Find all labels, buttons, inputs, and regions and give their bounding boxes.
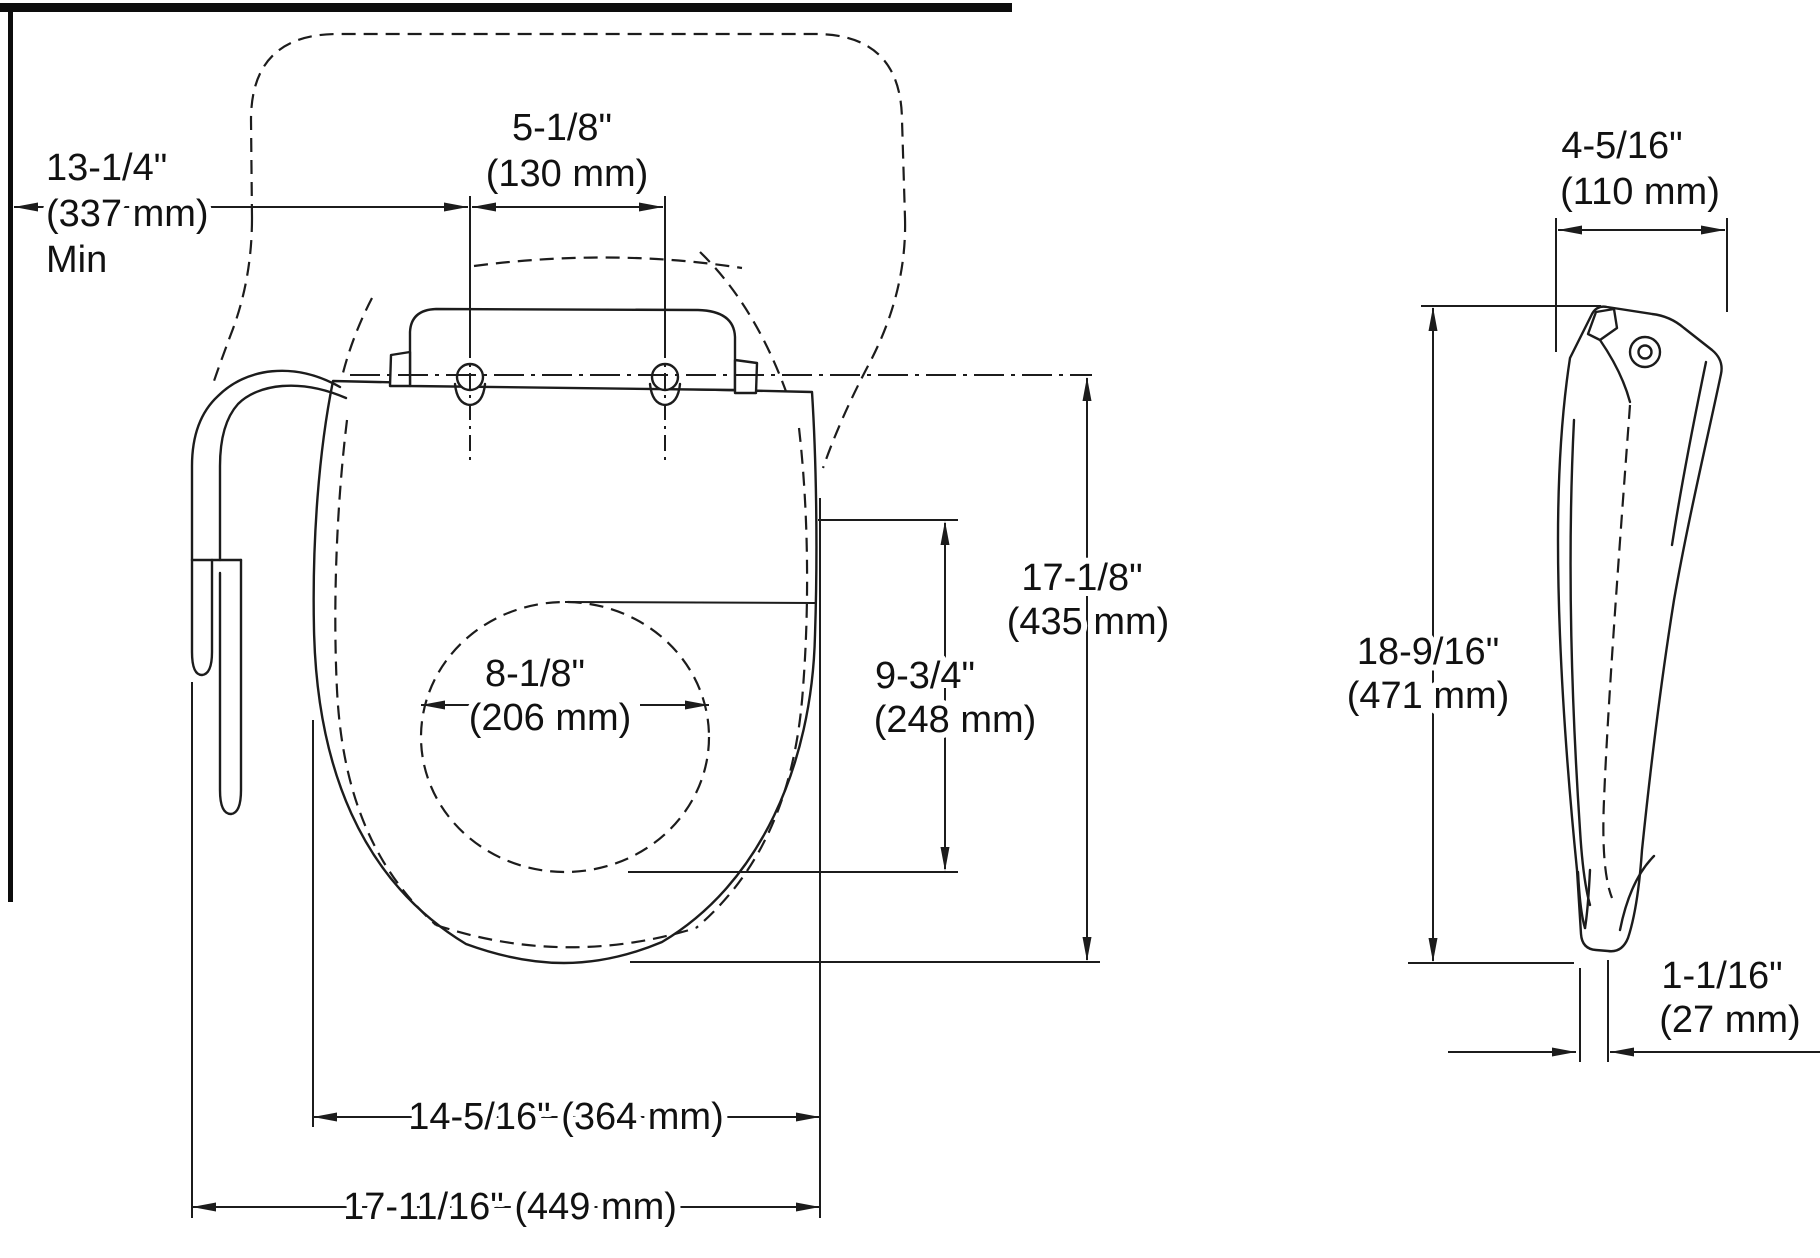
arrow-left-icon (421, 700, 445, 710)
side-profile-outline (1556, 305, 1723, 953)
hinge-assembly (350, 307, 1092, 463)
hinge-post-right (733, 358, 759, 395)
arrow-right-icon (1552, 1047, 1576, 1057)
seat-top-view (14, 32, 1100, 1218)
bowl-edge-right (699, 251, 800, 429)
hinge-post-left (388, 350, 412, 388)
arrow-right-icon (796, 1202, 820, 1212)
label-hinge-spacing-mm: (130 mm) (486, 153, 649, 195)
foot-arc (1618, 854, 1656, 932)
parting-line-dashed (1602, 404, 1632, 899)
label-overall-width: 17-11/16" (449 mm) (343, 1186, 677, 1228)
arrow-down-icon (1082, 937, 1092, 961)
label-opening-width-in: 8-1/8" (485, 653, 585, 695)
seat-ring-left (334, 419, 437, 926)
hinge-notch (1586, 307, 1619, 342)
handle-rear-strap (218, 558, 243, 816)
tank-outline-top (249, 32, 907, 219)
tank-outline-left (211, 217, 254, 385)
label-side-depth-in: 4-5/16" (1561, 125, 1682, 167)
label-foot-thickness-mm: (27 mm) (1659, 999, 1800, 1041)
bumper-line-2 (1583, 868, 1592, 930)
label-min-clearance-note: Min (46, 239, 107, 281)
arrow-right-icon (796, 1112, 820, 1122)
arrow-left-icon (192, 1202, 216, 1212)
side-view-dimension-lines (1428, 225, 1820, 1057)
label-opening-length-in: 9-3/4" (875, 655, 975, 697)
arrow-left-icon (313, 1112, 337, 1122)
bowl-rim-arc (473, 256, 743, 270)
seat-side-view (1408, 218, 1820, 1062)
opening-tangent-line (564, 601, 816, 604)
side-view-extension-lines (1408, 218, 1728, 1062)
page-border-top (0, 3, 1012, 12)
label-side-depth-mm: (110 mm) (1560, 171, 1720, 213)
hinge-pin-inner (1637, 344, 1653, 360)
tank-outline-right (821, 217, 907, 469)
label-opening-length-mm: (248 mm) (874, 699, 1037, 741)
label-min-clearance-in: 13-1/4" (46, 147, 167, 189)
handle-outer-edge (190, 369, 342, 562)
hinge-pin-outer (1628, 335, 1662, 369)
arrow-left-icon (1610, 1047, 1634, 1057)
bumper-line-1 (1576, 870, 1587, 930)
arrow-right-icon (685, 700, 709, 710)
label-foot-thickness-in: 1-1/16" (1661, 955, 1782, 997)
dimension-labels: 13-1/4" (337 mm) Min 5-1/8" (130 mm) 8-1… (40, 101, 1807, 1234)
label-min-clearance-mm: (337 mm) (46, 193, 209, 235)
arrow-left-icon (1558, 225, 1582, 235)
inner-right-line (1670, 360, 1708, 547)
arrow-left-icon (14, 202, 38, 212)
arrow-left-icon (472, 202, 496, 212)
seat-ring-front (435, 923, 697, 949)
arrow-up-icon (1082, 377, 1092, 401)
arrow-up-icon (1428, 307, 1438, 331)
lid-parting-line-top (1598, 338, 1632, 404)
top-view-extension-lines (191, 196, 1100, 1218)
arrow-down-icon (1428, 938, 1438, 962)
label-hinge-spacing-in: 5-1/8" (512, 107, 612, 149)
arrow-right-icon (639, 202, 663, 212)
arrow-up-icon (940, 521, 950, 545)
label-side-height-mm: (471 mm) (1347, 675, 1510, 717)
side-handle-arm (190, 369, 348, 816)
seat-ring-dashed (334, 419, 809, 949)
label-lid-length-mm: (435 mm) (1007, 601, 1170, 643)
seat-ring-right (695, 427, 809, 929)
arrow-right-icon (1701, 225, 1725, 235)
handle-front-strap (190, 558, 214, 677)
label-side-height-in: 18-9/16" (1357, 631, 1499, 673)
side-profile-details (1569, 307, 1708, 932)
seat-opening-oval (419, 600, 711, 874)
arrow-down-icon (940, 847, 950, 871)
arrow-right-icon (444, 202, 468, 212)
page-border-left (8, 3, 13, 902)
label-opening-width-mm: (206 mm) (469, 697, 632, 739)
lid-outline (312, 379, 818, 965)
label-seat-width: 14-5/16" (364 mm) (408, 1096, 724, 1138)
label-lid-length-in: 17-1/8" (1021, 557, 1142, 599)
handle-inner-edge (218, 384, 348, 562)
top-view-dimension-lines (14, 202, 1092, 1212)
inner-left-line (1569, 418, 1592, 907)
